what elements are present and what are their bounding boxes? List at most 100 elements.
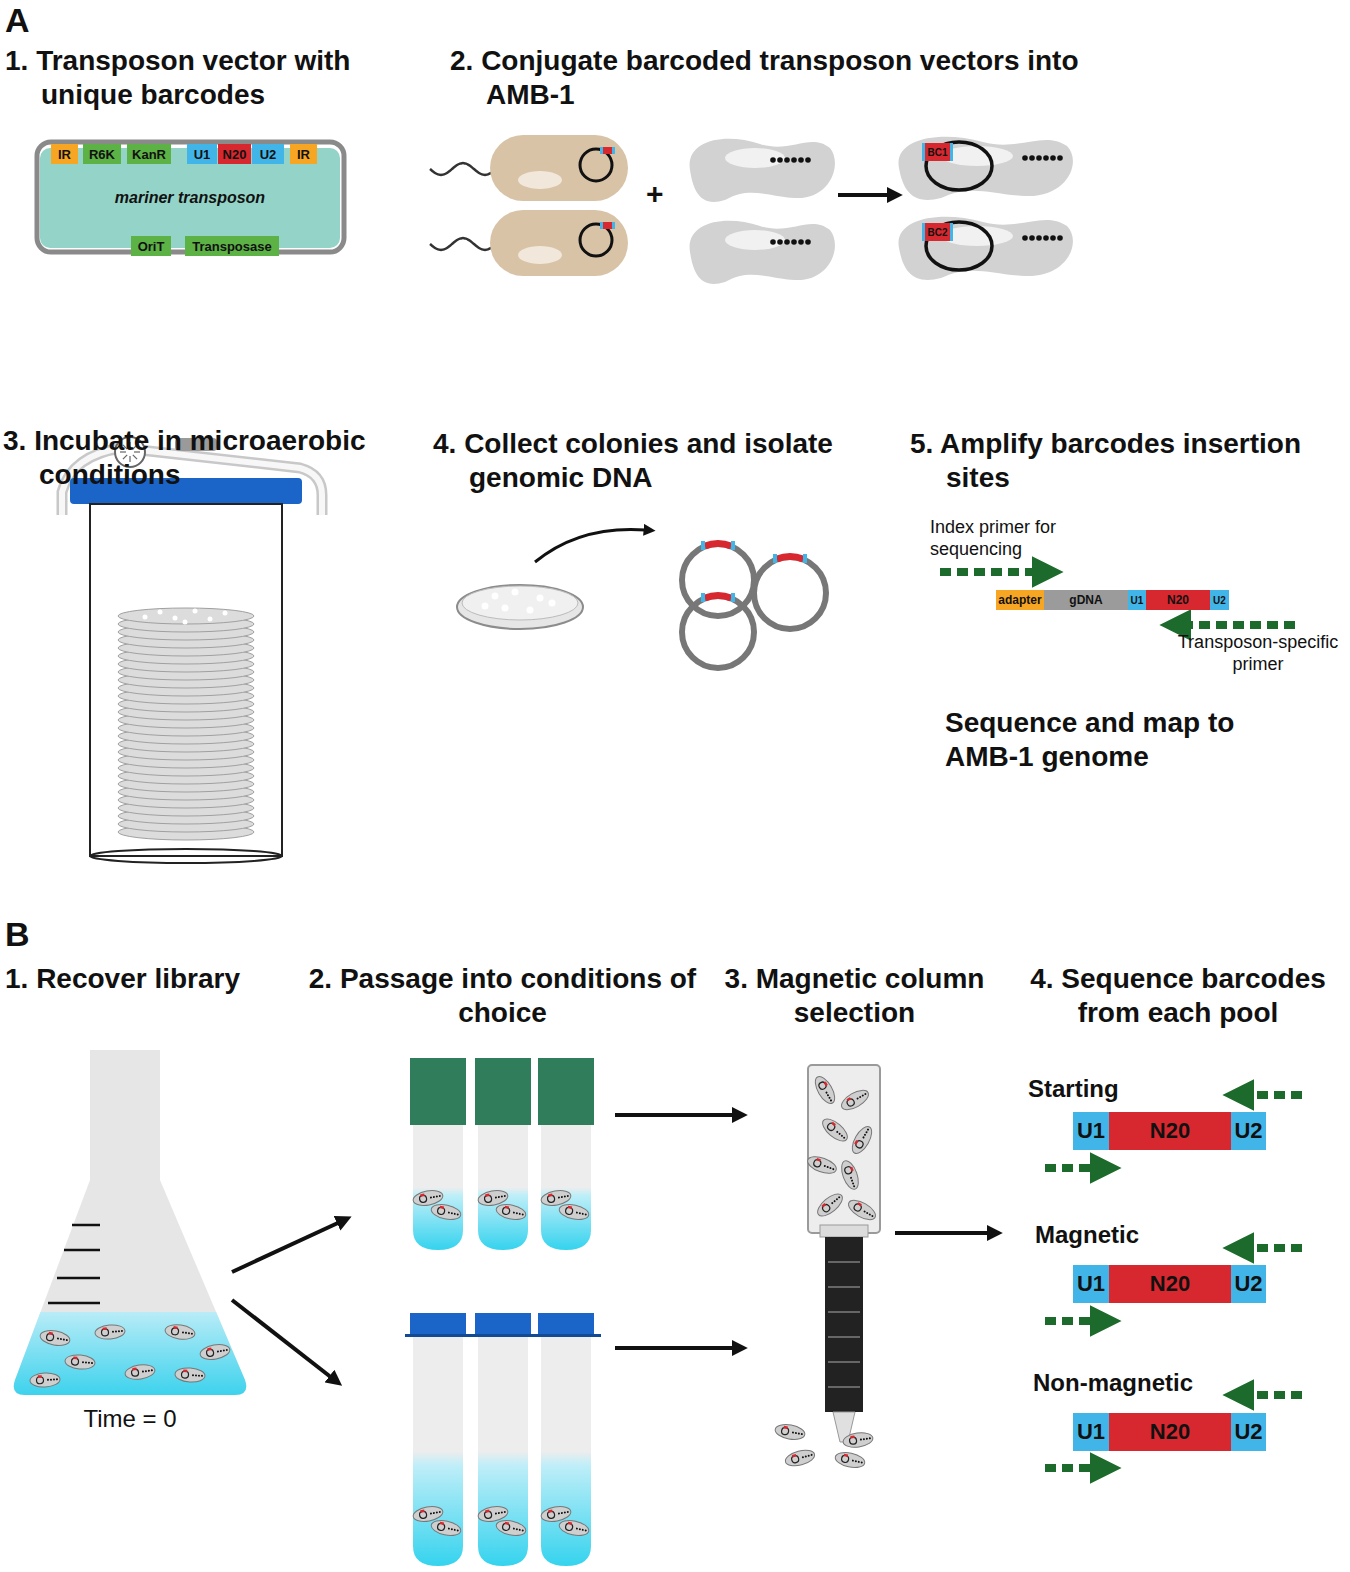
- cell-body: [898, 217, 1072, 280]
- magnetosome: [792, 1431, 794, 1433]
- magnetosome: [801, 1433, 803, 1435]
- small-cell: [164, 1323, 196, 1341]
- magnetosome: [859, 1096, 862, 1099]
- barcode: [784, 1426, 788, 1429]
- magnetosome: [869, 1437, 871, 1439]
- tube-cap: [410, 1313, 466, 1337]
- magnetosome: [864, 1133, 867, 1136]
- pool-label: Magnetic: [1035, 1220, 1139, 1249]
- magnetosome: [858, 1461, 860, 1463]
- colony: [143, 615, 148, 620]
- magnetosome: [770, 239, 776, 245]
- plasmid: [853, 1203, 863, 1213]
- small-cell: [848, 1124, 875, 1157]
- magnetosome: [864, 1093, 867, 1096]
- magnetosome: [852, 1459, 854, 1461]
- magnetosome: [451, 1528, 453, 1530]
- barcode-region: N20: [1109, 1265, 1231, 1303]
- magnetosome: [223, 1349, 225, 1351]
- tube-cap: [475, 1058, 531, 1125]
- primer-arrow: [1248, 1244, 1302, 1252]
- transfer-origin: OriT: [131, 236, 171, 256]
- magnetosome: [457, 1213, 459, 1215]
- primer-label: Transposon-specific primer: [1168, 632, 1348, 676]
- flagellum: [430, 238, 494, 250]
- ecoli-cell: [490, 210, 628, 276]
- cell-body: [690, 139, 835, 202]
- magnetosome: [519, 1529, 521, 1531]
- flow-arrow: [232, 1222, 340, 1272]
- barcode-flank: [612, 222, 615, 229]
- magnetosome: [558, 1196, 560, 1198]
- magnetosome: [1043, 235, 1049, 241]
- primer-site: U2: [1231, 1413, 1266, 1451]
- magnetosome: [826, 1166, 829, 1169]
- barcode-flank: [701, 541, 705, 550]
- magnetosome: [843, 1136, 846, 1139]
- magnetosome: [430, 1512, 432, 1514]
- colony: [183, 620, 188, 625]
- flow-arrow: [535, 529, 646, 562]
- amb1-cell: [898, 137, 1072, 200]
- small-cell: [846, 1196, 879, 1223]
- barcode: [854, 1140, 858, 1145]
- node-text: U2: [1234, 1118, 1262, 1144]
- time-label: Time = 0: [55, 1404, 205, 1433]
- colony: [492, 593, 499, 600]
- barcode: [824, 1081, 828, 1086]
- barcode: [705, 544, 731, 546]
- node-text: N20: [223, 147, 247, 162]
- barcode-flank: [731, 541, 735, 550]
- cell-body: [806, 1153, 839, 1176]
- flow-arrow: [232, 1300, 332, 1378]
- ecoli-cell: [490, 135, 628, 201]
- node-text: U1: [1077, 1271, 1105, 1297]
- cell-body: [430, 1202, 462, 1222]
- magnetosome: [582, 1529, 584, 1531]
- magnetosome: [807, 1454, 809, 1456]
- barcode-flank: [803, 554, 807, 563]
- magnetosome: [185, 1332, 187, 1334]
- column-neck: [820, 1225, 868, 1237]
- barcode-region: N20: [1146, 590, 1210, 610]
- primer-site: U1: [1073, 1265, 1109, 1303]
- magnetosome: [855, 1460, 857, 1462]
- barcode: [183, 1370, 187, 1373]
- cell-body: [848, 1124, 875, 1157]
- magnetosome: [561, 1512, 563, 1514]
- barcode: [207, 1348, 211, 1351]
- magnetosome: [457, 1529, 459, 1531]
- cell-body: [64, 1354, 95, 1371]
- magnet-segment: [828, 1336, 860, 1338]
- small-cell: [199, 1343, 231, 1362]
- magnetosome: [1029, 235, 1035, 241]
- graduation-mark: [64, 1249, 100, 1252]
- node-text: BC1: [927, 147, 947, 158]
- magnetosome: [436, 1511, 438, 1513]
- magnetosome: [501, 1195, 503, 1197]
- magnetosome: [1029, 155, 1035, 161]
- node-text: N20: [1150, 1271, 1190, 1297]
- barcode: [844, 1454, 848, 1457]
- magnetosome: [830, 1099, 833, 1102]
- node-text: U2: [1213, 595, 1226, 606]
- barcode: [831, 1122, 836, 1126]
- magnetosome: [836, 1131, 839, 1134]
- magnetosome: [850, 1177, 853, 1180]
- magnetosome: [433, 1512, 435, 1514]
- genomic-dna: [682, 596, 754, 668]
- magnetosome: [832, 1168, 835, 1171]
- jar-base: [90, 849, 282, 863]
- magnetosome: [115, 1330, 117, 1332]
- barcode-flank: [701, 593, 705, 602]
- barcode: [777, 557, 803, 559]
- plasmid: [926, 142, 992, 190]
- magnetosome: [579, 1212, 581, 1214]
- magnetosome: [151, 1369, 153, 1371]
- flow-arrow: [615, 1346, 735, 1350]
- magnetosome: [142, 1370, 144, 1372]
- primer-arrow: [1185, 621, 1295, 629]
- colony: [158, 610, 163, 615]
- barcode: [816, 1158, 821, 1162]
- magnetosome: [112, 1331, 114, 1333]
